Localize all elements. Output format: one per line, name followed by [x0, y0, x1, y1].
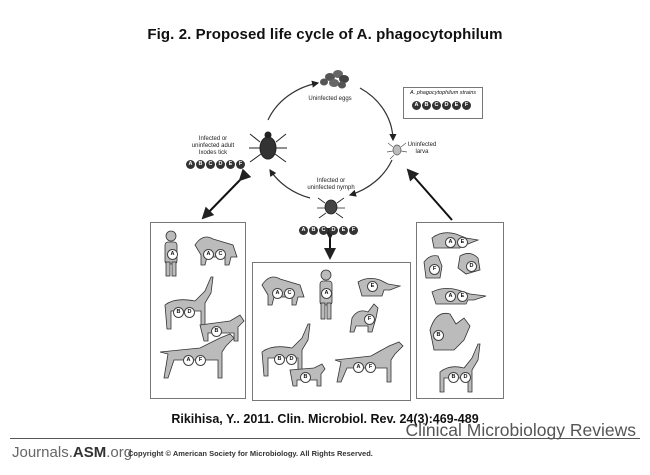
- strain-circle: D: [329, 226, 338, 235]
- figure-title: Fig. 2. Proposed life cycle of A. phagoc…: [147, 26, 503, 43]
- right-panel-strain: F: [429, 264, 440, 275]
- strain-circle: F: [349, 226, 358, 235]
- strain-legend: A. phagocytophilum strains A B C D E F: [403, 87, 483, 119]
- arrow-eggs-to-larva: [359, 87, 397, 142]
- strain-circle: A: [412, 101, 421, 110]
- copyright-notice: Copyright © American Society for Microbi…: [128, 449, 373, 458]
- right-panel-strain: A: [445, 237, 456, 248]
- left-panel-strain: A: [203, 249, 214, 260]
- strain-circle: E: [339, 226, 348, 235]
- right-panel-strain: D: [460, 372, 471, 383]
- center-panel-strain: C: [284, 288, 295, 299]
- strain-circle: E: [226, 160, 235, 169]
- strain-circle: E: [452, 101, 461, 110]
- strain-circle: C: [432, 101, 441, 110]
- journal-name: Clinical Microbiology Reviews: [405, 420, 637, 440]
- strain-circle: C: [206, 160, 215, 169]
- legend-title: A. phagocytophilum strains: [409, 90, 477, 96]
- right-panel-strain: E: [457, 237, 468, 248]
- strain-circle: B: [196, 160, 205, 169]
- left-panel-strain: A: [167, 249, 178, 260]
- left-panel-strain: A: [183, 355, 194, 366]
- strain-circle: A: [299, 226, 308, 235]
- right-host-panel: [416, 222, 504, 399]
- left-panel-strain: B: [173, 307, 184, 318]
- adult-tick-illustration: [249, 131, 287, 163]
- journals-asm-link[interactable]: Journals.ASM.org: [12, 444, 132, 461]
- left-host-panel: [150, 222, 246, 399]
- brand-prefix: Journals.: [12, 444, 73, 461]
- strain-circle: D: [216, 160, 225, 169]
- right-panel-strain: D: [466, 261, 477, 272]
- strain-circle: A: [186, 160, 195, 169]
- brand-bold: ASM: [72, 444, 107, 461]
- strain-circle: B: [422, 101, 431, 110]
- arrow-adult-to-eggs: [267, 80, 320, 121]
- right-panel-strain: B: [448, 372, 459, 383]
- brand-suffix: .org: [106, 444, 133, 461]
- center-panel-strain: A: [321, 288, 332, 299]
- citation: Rikihisa, Y.. 2011. Clin. Microbiol. Rev…: [171, 412, 479, 426]
- footer-divider: [10, 438, 640, 439]
- strain-circle: D: [442, 101, 451, 110]
- strain-circle: B: [309, 226, 318, 235]
- eggs-label: Uninfected eggs: [308, 96, 352, 102]
- center-panel-strain: B: [300, 372, 311, 383]
- arrow-larva-to-nymph: [348, 159, 393, 197]
- center-panel-strain: D: [286, 354, 297, 365]
- center-panel-strain: E: [367, 281, 378, 292]
- right-panel-strain: B: [433, 330, 444, 341]
- right-panel-strain: A: [445, 291, 456, 302]
- center-panel-strain: A: [272, 288, 283, 299]
- center-panel-strain: A: [353, 362, 364, 373]
- center-panel-strain: F: [364, 314, 375, 325]
- arrow-right-panel-to-larva: [406, 168, 453, 221]
- left-panel-strain: B: [211, 326, 222, 337]
- adult-strain-row: A B C D E F: [186, 160, 245, 169]
- right-panel-strain: E: [457, 291, 468, 302]
- strain-circle: C: [319, 226, 328, 235]
- nymph-illustration: [317, 197, 345, 219]
- center-panel-strain: F: [365, 362, 376, 373]
- nymph-strain-row: A B C D E F: [299, 226, 358, 235]
- strain-circle: F: [236, 160, 245, 169]
- larva-illustration: [386, 142, 408, 160]
- arrow-nymph-to-adult: [269, 168, 311, 199]
- strain-circle: F: [462, 101, 471, 110]
- left-panel-strain: D: [184, 307, 195, 318]
- arrow-adult-to-left-panel: [201, 168, 252, 220]
- left-panel-strain: C: [215, 249, 226, 260]
- legend-strain-list: A B C D E F: [412, 101, 471, 110]
- eggs-illustration: [320, 70, 349, 89]
- left-panel-strain: F: [195, 355, 206, 366]
- center-panel-strain: B: [274, 354, 285, 365]
- center-host-panel: [252, 262, 411, 401]
